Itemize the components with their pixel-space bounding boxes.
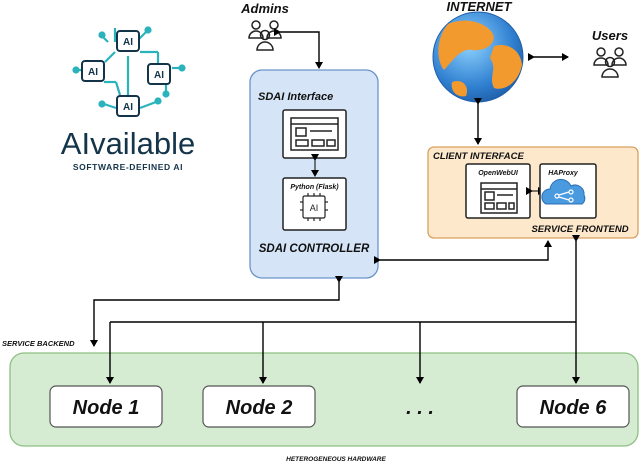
web-ui-icon (480, 182, 518, 214)
more-nodes-ellipsis: . . . (406, 397, 434, 419)
users-actor: Users (592, 28, 628, 78)
node-1-label: Node 1 (73, 397, 140, 419)
logo-chip-icon: AI (116, 95, 140, 117)
svg-text:AI: AI (154, 70, 164, 81)
node-1: Node 1 (49, 385, 163, 428)
connectors (90, 28, 580, 384)
node-6-label: Node 6 (540, 397, 608, 419)
internet-node: INTERNET (432, 0, 524, 103)
globe-icon (432, 11, 524, 103)
aivailable-logo: AI AI AI AI AIvailable SOFTWARE-DEFINED … (61, 26, 195, 172)
heterogeneous-hardware-label: HETEROGENEOUS HARDWARE (286, 456, 386, 463)
users-label: Users (592, 28, 628, 43)
haproxy-box: HAProxy (539, 163, 597, 219)
logo-chip-icon: AI (116, 30, 140, 52)
svg-text:AI: AI (88, 67, 98, 78)
logo-tagline: SOFTWARE-DEFINED AI (73, 162, 183, 172)
node-2: Node 2 (202, 385, 316, 428)
ai-chip-icon (300, 193, 328, 221)
sdai-controller-title: SDAI CONTROLLER (259, 243, 370, 255)
users-group-icon (593, 47, 627, 78)
admins-controller-arrow (274, 28, 323, 69)
admins-label: Admins (240, 1, 289, 16)
sdai-interface-title: SDAI Interface (258, 91, 333, 103)
node-6: Node 6 (516, 385, 630, 428)
logo-chip-icon: AI (81, 60, 105, 82)
controller-backend-arrow (90, 276, 343, 347)
controller-frontend-arrow (374, 240, 552, 264)
client-interface-title: CLIENT INTERFACE (433, 151, 524, 162)
cloud-load-balancer-icon (541, 178, 586, 205)
logo-chip-icon: AI (147, 63, 171, 85)
python-flask-label: Python (Flask) (290, 184, 339, 191)
sdai-controller-box: SDAI Interface Python (Flask) (249, 69, 379, 279)
users-group-icon (248, 20, 282, 51)
internet-label: INTERNET (447, 0, 513, 14)
logo-wordmark: AIvailable (61, 126, 195, 161)
openwebui-box: OpenWebUI (465, 163, 531, 219)
sdai-interface-window (282, 109, 347, 159)
node-2-label: Node 2 (226, 397, 293, 419)
service-frontend-box: CLIENT INTERFACE OpenWebUI HAProxy (427, 146, 639, 239)
python-flask-box: Python (Flask) AI (282, 177, 347, 231)
heterogeneous-hardware-box (9, 352, 639, 447)
admins-actor: Admins (240, 1, 289, 51)
openwebui-label: OpenWebUI (478, 170, 519, 177)
web-ui-icon (290, 117, 339, 151)
svg-text:AI: AI (123, 102, 133, 113)
service-frontend-title: SERVICE FRONTEND (531, 224, 628, 235)
haproxy-label: HAProxy (548, 170, 579, 177)
ai-chip-label: AI (310, 203, 319, 213)
svg-text:AI: AI (123, 37, 133, 48)
service-backend-label: SERVICE BACKEND (2, 339, 75, 348)
